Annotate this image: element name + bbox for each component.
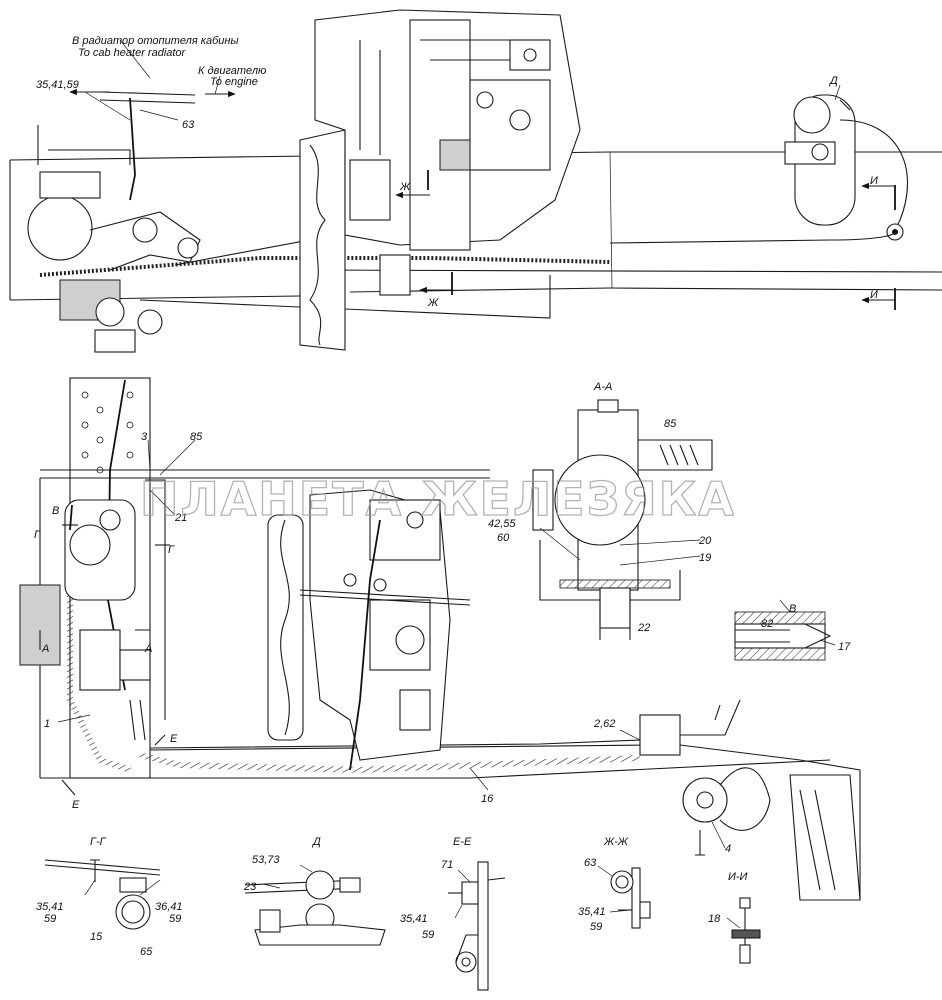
- callout-19: 19: [699, 552, 711, 564]
- note-cab-en: To cab heater radiator: [78, 47, 187, 59]
- view-v: [734, 599, 836, 661]
- top-side-view: [9, 9, 942, 353]
- callout-g-left: Г: [34, 529, 41, 541]
- callout-zh-bottom: Ж: [427, 297, 439, 309]
- callout-1: 1: [44, 718, 50, 730]
- view-d-title: Д: [311, 836, 321, 848]
- valve-d: [305, 870, 335, 900]
- callout-65: 65: [140, 946, 153, 958]
- callout-21: 21: [174, 512, 187, 524]
- note-cab-ru: В радиатор отопителя кабины: [72, 35, 239, 47]
- section-ee: [448, 861, 506, 991]
- section-ee-title: Е-Е: [453, 836, 472, 848]
- watermark-text: ПЛАНЕТА ЖЕЛЕЗЯКА: [140, 472, 736, 526]
- callout-63-top: 63: [182, 119, 195, 131]
- grommet-18: [731, 929, 761, 939]
- callout-a-left: А: [41, 643, 49, 655]
- bracket-zhzh: [631, 867, 641, 929]
- fan-shroud: [299, 129, 346, 351]
- fan-plan: [267, 514, 304, 741]
- section-ii: [726, 897, 761, 964]
- callout-g-right: Г: [168, 544, 175, 556]
- callout-71: 71: [441, 859, 453, 871]
- callout-e-bottom: Е: [72, 799, 80, 811]
- callout-15: 15: [90, 931, 103, 943]
- callout-85-aa: 85: [664, 418, 677, 430]
- pipe-63: [129, 97, 136, 201]
- note-engine-ru: К двигателю: [198, 65, 266, 77]
- callout-gg-59b: 59: [169, 913, 181, 925]
- callout-gg-35-41: 35,41: [36, 901, 64, 913]
- callout-zhzh-59: 59: [590, 921, 602, 933]
- callout-17: 17: [838, 641, 851, 653]
- callout-23: 23: [243, 881, 257, 893]
- callout-zhzh-63: 63: [584, 857, 597, 869]
- callout-18: 18: [708, 913, 721, 925]
- callout-2-62: 2,62: [593, 718, 615, 730]
- section-zhzh-title: Ж-Ж: [603, 836, 629, 848]
- coupling-block: [639, 714, 681, 756]
- callout-e-top: Е: [170, 733, 178, 745]
- rail-ee: [477, 861, 489, 991]
- callout-22: 22: [637, 622, 650, 634]
- callout-zhzh-35-41: 35,41: [578, 906, 606, 918]
- callout-82: 82: [761, 618, 773, 630]
- callout-85-plan: 85: [190, 431, 203, 443]
- braided-hose-16: [139, 752, 641, 774]
- callout-gg-59a: 59: [44, 913, 56, 925]
- callout-35-41-59-top: 35,41,59: [36, 79, 79, 91]
- callout-a-right: А: [144, 643, 152, 655]
- air-tank-left: [27, 195, 93, 261]
- section-aa-title: А-А: [593, 381, 612, 393]
- view-d: [244, 864, 386, 946]
- callout-zh-top: Ж: [399, 181, 411, 193]
- callout-gg-36-41: 36,41: [155, 901, 183, 913]
- callout-ee-35-41: 35,41: [400, 913, 428, 925]
- section-aa: [532, 399, 713, 640]
- section-gg: [44, 859, 161, 930]
- bracket-a: [19, 584, 61, 666]
- callout-v: В: [52, 505, 59, 517]
- callout-16: 16: [481, 793, 494, 805]
- callout-i-top: И: [870, 175, 878, 187]
- callout-i-bottom: И: [870, 289, 878, 301]
- callout-60: 60: [497, 532, 510, 544]
- callout-3: 3: [141, 431, 148, 443]
- callout-53-73: 53,73: [252, 854, 280, 866]
- callout-20: 20: [698, 535, 712, 547]
- section-zhzh: [597, 865, 651, 929]
- callout-d-top: Д: [828, 75, 838, 87]
- note-engine-en: To engine: [210, 76, 258, 88]
- frame-rail-bottom-edge: [9, 287, 942, 301]
- section-ii-title: И-И: [728, 871, 748, 883]
- callout-ee-59: 59: [422, 929, 434, 941]
- callout-42-55: 42,55: [488, 518, 516, 530]
- callout-4: 4: [725, 843, 731, 855]
- view-v-title: В: [789, 603, 796, 615]
- plan-view: [19, 377, 861, 901]
- section-gg-title: Г-Г: [90, 836, 107, 848]
